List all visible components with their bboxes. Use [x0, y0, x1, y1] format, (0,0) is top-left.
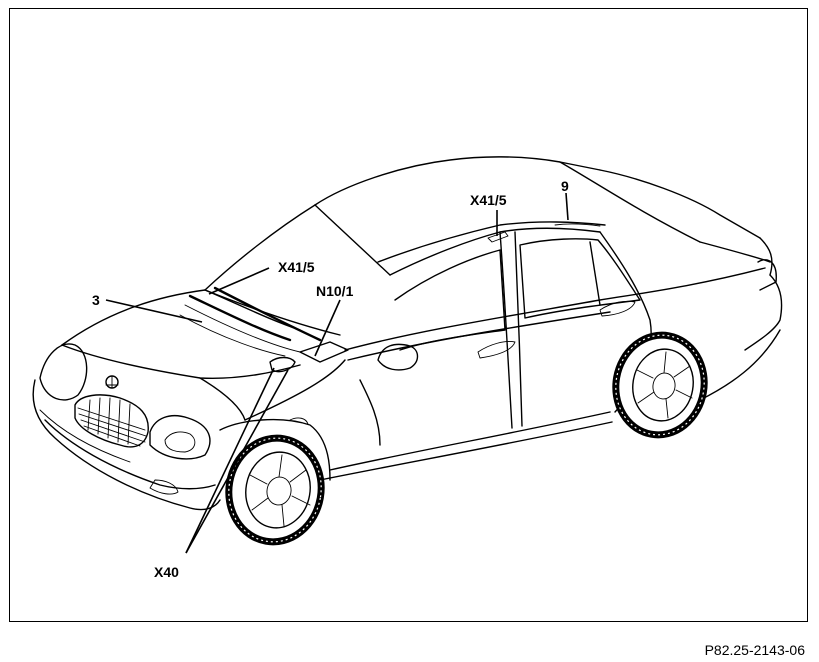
front-wheel — [225, 434, 325, 546]
leader-lines — [105, 192, 569, 554]
figure-reference: P82.25-2143-06 — [704, 642, 805, 658]
diagram-frame — [9, 8, 808, 622]
label-n10-1: N10/1 — [316, 283, 354, 299]
label-x40: X40 — [154, 564, 179, 580]
rear-wheel — [612, 331, 708, 439]
control-unit-n10-1 — [299, 341, 349, 363]
car-body — [32, 156, 783, 511]
callout-labels: X41/5 3 N10/1 X41/5 9 X40 — [92, 178, 569, 580]
connector-x40 — [269, 356, 296, 373]
label-x41-5-hood: X41/5 — [278, 259, 315, 275]
label-item-3: 3 — [92, 292, 100, 308]
label-item-9: 9 — [561, 178, 569, 194]
label-x41-5-roof: X41/5 — [470, 192, 507, 208]
